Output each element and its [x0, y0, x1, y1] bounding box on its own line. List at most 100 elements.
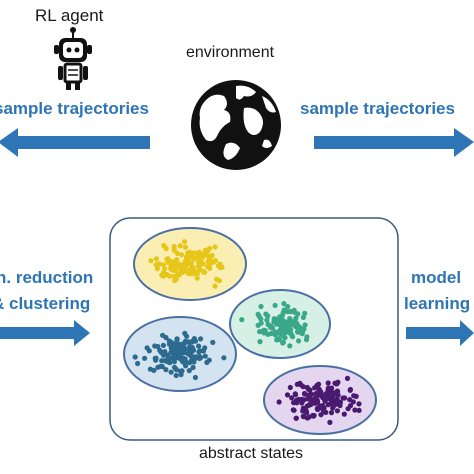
cluster-point [325, 385, 331, 391]
cluster-point [329, 389, 335, 395]
cluster-point [350, 399, 356, 405]
cluster-point [255, 311, 261, 317]
cluster-point [173, 354, 179, 360]
cluster-point [302, 391, 308, 397]
cluster-point [265, 313, 271, 319]
cluster-point [287, 384, 293, 391]
cluster-point [323, 391, 329, 397]
cluster-point [289, 320, 295, 326]
cluster-point [196, 249, 202, 255]
cluster-point [182, 260, 188, 266]
cluster-point [194, 275, 200, 281]
environment-label: environment [186, 44, 275, 61]
cluster-point [347, 387, 353, 393]
cluster-point [187, 271, 193, 277]
cluster-point [305, 386, 311, 392]
cluster-point [330, 394, 336, 400]
globe-icon [191, 80, 281, 170]
robot-icon [54, 27, 92, 90]
cluster-point [327, 419, 333, 425]
abstract-states-label: abstract states [199, 445, 304, 462]
cluster-point [191, 271, 197, 277]
cluster-point [148, 258, 154, 264]
cluster-point [341, 411, 347, 417]
arrow-left-top [0, 128, 150, 157]
cluster-point [342, 395, 348, 401]
cluster-point [309, 397, 315, 403]
cluster-point [353, 393, 359, 399]
cluster-point [281, 319, 287, 326]
cluster-point [182, 330, 188, 336]
cluster-point [187, 267, 193, 273]
cluster-point [168, 349, 174, 355]
cluster-point [325, 402, 331, 408]
cluster-point [210, 339, 216, 345]
cluster-point [177, 243, 183, 249]
cluster-point [183, 363, 189, 369]
cluster-point [333, 381, 339, 387]
cluster-point [276, 336, 282, 343]
cluster-yellow-points [148, 239, 225, 289]
cluster-point [321, 409, 327, 415]
cluster-point [219, 264, 225, 270]
cluster-point [324, 395, 330, 401]
cluster-point [202, 353, 208, 359]
cluster-point [299, 400, 305, 406]
cluster-point [178, 263, 184, 270]
cluster-point [155, 364, 161, 370]
cluster-point [261, 327, 267, 333]
cluster-point [314, 405, 320, 412]
cluster-point [334, 396, 340, 402]
cluster-point [160, 273, 166, 279]
cluster-point [181, 345, 187, 351]
cluster-point [190, 364, 196, 371]
cluster-point [171, 243, 177, 250]
cluster-point [171, 273, 177, 279]
cluster-point [202, 269, 208, 275]
cluster-point [214, 276, 220, 282]
cluster-point [153, 357, 159, 363]
cluster-point [281, 301, 287, 307]
cluster-point [294, 381, 300, 387]
sample-trajectories-right-label: sample trajectories [300, 99, 455, 118]
cluster-point [285, 309, 291, 315]
cluster-point [334, 388, 340, 394]
cluster-point [168, 345, 174, 351]
cluster-point [181, 239, 188, 245]
cluster-point [200, 253, 206, 259]
cluster-point [258, 320, 264, 326]
cluster-point [159, 358, 165, 364]
cluster-point [147, 366, 153, 372]
cluster-point [316, 392, 322, 398]
cluster-point [292, 391, 298, 397]
cluster-point [303, 337, 310, 343]
cluster-point [258, 303, 264, 310]
cluster-point [277, 314, 283, 320]
cluster-point [198, 354, 204, 361]
cluster-point [202, 247, 209, 253]
cluster-point [304, 410, 310, 416]
cluster-point [174, 250, 180, 257]
cluster-point [304, 396, 311, 402]
cluster-point [173, 372, 179, 379]
cluster-point [196, 343, 202, 349]
sample-trajectories-left-label: sample trajectories [0, 99, 149, 118]
learning-label: learning [404, 294, 471, 313]
cluster-point [187, 254, 193, 260]
cluster-purple-points [276, 375, 362, 425]
cluster-point [166, 338, 172, 344]
cluster-point [273, 321, 280, 327]
cluster-point [276, 399, 282, 405]
rl-agent-label: RL agent [35, 6, 104, 25]
cluster-point [290, 407, 296, 413]
cluster-point [181, 356, 188, 362]
cluster-point [352, 407, 358, 413]
cluster-point [344, 375, 351, 381]
cluster-point [196, 254, 202, 260]
cluster-point [289, 395, 295, 401]
cluster-point [163, 367, 169, 373]
cluster-point [300, 405, 306, 411]
cluster-point [135, 360, 141, 367]
cluster-blue-points [132, 330, 227, 381]
